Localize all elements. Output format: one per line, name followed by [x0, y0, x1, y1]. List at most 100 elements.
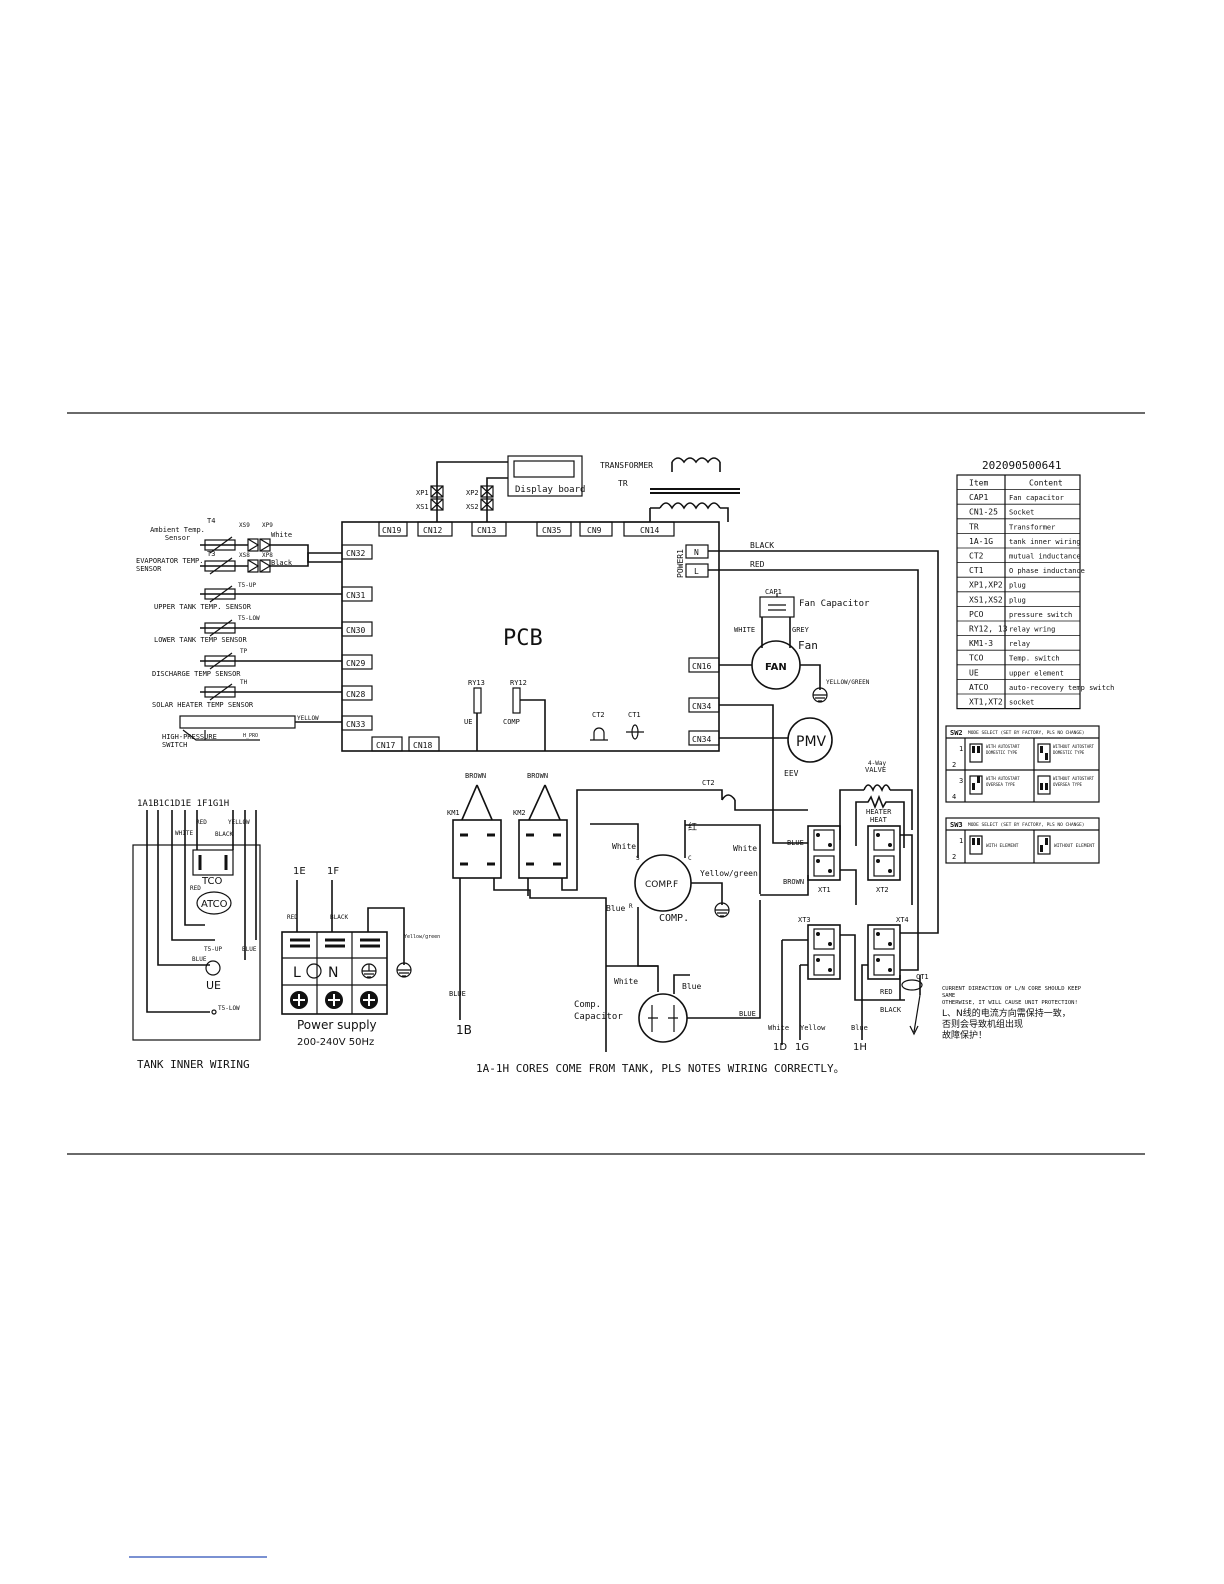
one-b-label: 1B [456, 1023, 472, 1037]
transformer-coil [649, 457, 740, 522]
warning-arrowhead [909, 1025, 919, 1036]
cn19-label: CN19 [382, 526, 401, 535]
plug-xp2-icon [480, 485, 494, 511]
pcb-board [341, 521, 720, 752]
plug-xp1-icon [430, 485, 444, 511]
legend-content: O phase inductance [1009, 567, 1085, 575]
brown2-label: BROWN [527, 772, 548, 780]
valve-label-1: 4-Way [868, 760, 886, 767]
xt3-down-wires [781, 939, 808, 1045]
tank-blue-label: BLUE [192, 956, 207, 963]
tank-black-label: BLACK [215, 831, 233, 838]
diagram-code: 202090500641 [982, 459, 1061, 472]
tank-blue2-label: BLUE [242, 946, 257, 953]
legend-item: XT1,XT2 [969, 698, 1003, 707]
ps-center-circle [306, 963, 322, 979]
comp-relay-label: COMP [503, 718, 520, 726]
tank-t5up-label: T5-UP [204, 946, 222, 953]
cn18-box [408, 736, 440, 752]
comp-s-label: S [636, 855, 640, 862]
sw2-row1-a: 1 [959, 745, 963, 753]
sw2-opt3-fo: WITH AUTOSTART OVERSEA TYPE [986, 776, 1020, 787]
sw3-row1: 1 [959, 837, 963, 845]
ps-yg-label: Yellow/green [404, 934, 440, 940]
cap1-label: CAP1 [765, 588, 782, 596]
comp-red-wire [685, 824, 761, 894]
legend-item: CAP1 [969, 493, 988, 502]
t5up-label: T5-UP [238, 582, 256, 589]
legend-item: CT1 [969, 566, 984, 575]
solar-label: SOLAR HEATER TEMP SENSOR [152, 701, 254, 709]
ps-black-label: BLACK [330, 914, 348, 921]
white-b-label: White [768, 1024, 789, 1032]
warning-cn-1: L、N线的电流方向需保持一致， [942, 1007, 1071, 1019]
sw2-row2-b: 4 [952, 793, 956, 801]
comp-cap-white-label: White [614, 977, 638, 986]
fan-grey-label: GREY [792, 626, 810, 634]
display-board [507, 455, 583, 497]
four-way-valve-icon [839, 784, 913, 840]
tank-red2-label: RED [190, 885, 201, 892]
brown1-label: BROWN [465, 772, 486, 780]
km2-label: KM2 [513, 809, 526, 817]
comp-cap-blue3-label: BLUE [739, 1010, 756, 1018]
sw3-title: SW3 [950, 821, 963, 829]
legend-item: ATCO [969, 683, 988, 692]
xp8-label: XP8 [262, 552, 273, 559]
ue-element-icon [205, 960, 221, 976]
cn34-to-xt1-wire [719, 704, 810, 844]
comp-capacitor [638, 993, 688, 1043]
ps-grid-lines [282, 932, 387, 1014]
comp-white-label: White [612, 842, 636, 851]
sw3-desc: MODE SELECT (SET BY FACTORY, PLS NO CHAN… [968, 822, 1085, 828]
ps-l-label: L [293, 965, 301, 981]
ct2-pcb-icon [590, 727, 608, 741]
warning-en-2: SAME [942, 993, 955, 999]
legend-item: 1A-1G [969, 537, 993, 546]
display-wire-1 [436, 461, 508, 522]
upper-tank-label: UPPER TANK TEMP. SENSOR [154, 603, 252, 611]
legend-content: Temp. switch [1009, 655, 1060, 663]
heat-label: HEAT [870, 816, 888, 824]
ct2-wire-icon [721, 794, 736, 801]
top-connectors: CN19 CN12 CN13 CN35 CN9 CN14 [378, 521, 675, 537]
comp-cap-wire-right [673, 900, 761, 1019]
ps-earth-icon [361, 963, 377, 979]
legend-content: pressure switch [1009, 611, 1072, 619]
xt4-terminal [867, 924, 901, 980]
lower-tank-label: LOWER TANK TEMP SENSOR [154, 636, 248, 644]
atco-icon [196, 891, 232, 915]
cn35-label: CN35 [542, 526, 561, 535]
xt-blue-label: BLUE [787, 839, 804, 847]
comp-red-cn-label: 红 [688, 821, 697, 833]
pmv-label: PMV [796, 734, 827, 750]
xt-brown-label: BROWN [783, 878, 804, 886]
xs8-label: XS8 [239, 552, 250, 559]
pcb-label: PCB [503, 626, 543, 651]
tco-box [192, 849, 234, 876]
red-wire-label: RED [750, 560, 765, 569]
1d-label: 1D [773, 1042, 787, 1053]
sw3-opt1: WITH ELEMENT [986, 843, 1019, 849]
sw2-opt3: WITH AUTOSTART OVERSEA TYPE [986, 776, 1020, 787]
fan-cap-wires [761, 617, 791, 648]
ry12-label: RY12 [510, 679, 527, 687]
cn30-label: CN30 [346, 626, 365, 635]
ct1-pcb-label: CT1 [628, 711, 641, 719]
cn32-label: CN32 [346, 549, 365, 558]
yellow-b-label: Yellow [800, 1024, 826, 1032]
warning-en-1: CURRENT DIREACTION OF L/N CORE SHOULD KE… [942, 986, 1082, 992]
km2-to-xt1-wire [561, 789, 808, 891]
cn33-label: CN33 [346, 720, 365, 729]
evaporator-sensor-fo: EVAPORATOR TEMP. SENSOR [136, 557, 203, 573]
legend-content: auto-recovery temp switch [1009, 684, 1114, 692]
power-l-label: L [694, 567, 699, 576]
comp-label: COMP. [659, 913, 689, 924]
white-wire-label: White [271, 531, 292, 539]
comp-c-label: C [688, 855, 692, 862]
xs2-label: XS2 [466, 503, 479, 511]
legend-header-content: Content [1029, 479, 1063, 488]
warning-cn-3: 故障保护！ [942, 1029, 987, 1041]
cn18-label: CN18 [413, 741, 432, 750]
